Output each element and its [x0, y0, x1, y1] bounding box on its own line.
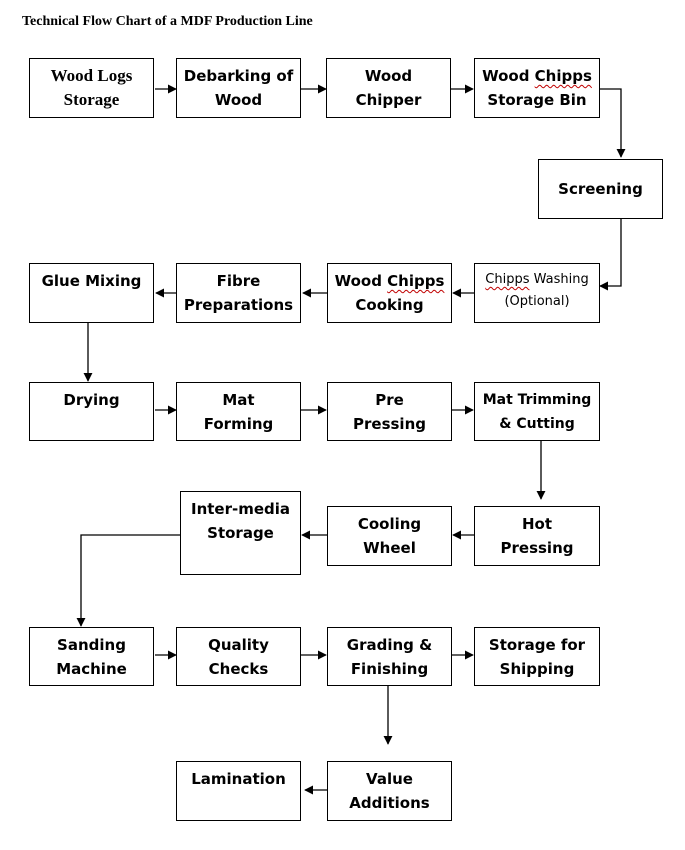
step-label-line1: Storage for	[488, 635, 586, 654]
step-label-line1: Wood Chipps	[482, 64, 592, 88]
step-label-line1: Hot	[521, 515, 553, 533]
arrow-intermedia-to-sanding	[76, 534, 181, 627]
step-label-line1: Inter-media	[190, 500, 291, 518]
step-label-line1: Debarking of	[183, 67, 294, 85]
step-sanding-machine: Sanding Machine	[29, 627, 154, 686]
step-label-line1: Glue Mixing	[41, 272, 142, 290]
step-storage-for-shipping: Storage for Shipping	[474, 627, 600, 686]
step-label-line2: Finishing	[350, 659, 429, 678]
step-label-line2: Storage Bin	[487, 91, 587, 109]
step-chipps-storage-bin: Wood Chipps Storage Bin	[474, 58, 600, 118]
step-cooling-wheel: Cooling Wheel	[327, 506, 452, 566]
step-label-line1: Fibre	[216, 272, 261, 290]
step-mat-forming: Mat Forming	[176, 382, 301, 441]
step-pre-pressing: Pre Pressing	[327, 382, 452, 441]
step-label-part: Chipps	[534, 67, 592, 85]
step-label-line2: Wood	[214, 91, 263, 109]
step-value-additions: Value Additions	[327, 761, 452, 821]
step-label-line1: Drying	[63, 391, 120, 409]
step-label-line2: Additions	[349, 794, 430, 812]
step-hot-pressing: Hot Pressing	[474, 506, 600, 566]
step-glue-mixing: Glue Mixing	[29, 263, 154, 323]
step-label-line2: Chipper	[355, 91, 422, 109]
step-label-line1: Wood Chipps	[335, 269, 445, 293]
step-wood-chipps-cooking: Wood Chipps Cooking	[327, 263, 452, 323]
step-label-line2: Storage	[63, 90, 120, 109]
step-quality-checks: Quality Checks	[176, 627, 301, 686]
step-label-line2: Pressing	[500, 539, 574, 557]
step-label-line1: Sanding	[57, 635, 126, 654]
step-label-line1: Grading &	[346, 635, 433, 654]
step-label-line1: Wood Logs	[50, 66, 133, 85]
step-label-line2: Cooking	[355, 296, 424, 314]
step-label-line1: Mat	[222, 391, 255, 409]
step-label-line1: Cooling	[357, 515, 422, 533]
step-label-part: Chipps	[485, 272, 530, 287]
step-mat-trimming: Mat Trimming & Cutting	[474, 382, 600, 441]
step-label-line1: Screening	[558, 180, 643, 198]
step-label-line1: Chipps Washing	[485, 269, 588, 291]
step-label-line2: (Optional)	[504, 294, 570, 309]
step-label-part: Washing	[529, 272, 589, 287]
step-label-line1: Pre	[375, 391, 404, 409]
step-label-line2: Forming	[203, 415, 274, 433]
step-label-line2: & Cutting	[499, 416, 575, 432]
arrow-bin-to-screening	[600, 88, 626, 158]
step-label-line2: Wheel	[363, 539, 416, 557]
step-label-part: Wood	[482, 67, 535, 85]
step-screening: Screening	[538, 159, 663, 219]
step-label-part: Wood	[334, 272, 388, 290]
step-label-line2: Preparations	[183, 296, 294, 314]
step-intermedia-storage: Inter-media Storage	[180, 491, 301, 575]
arrow-screening-to-washing	[599, 219, 622, 291]
step-label-line2: Shipping	[499, 659, 575, 678]
step-chipps-washing: Chipps Washing (Optional)	[474, 263, 600, 323]
step-wood-chipper: Wood Chipper	[326, 58, 451, 118]
step-wood-logs-storage: Wood Logs Storage	[29, 58, 154, 118]
step-label-line1: Mat Trimming	[482, 392, 592, 408]
step-grading-finishing: Grading & Finishing	[327, 627, 452, 686]
step-label-line2: Checks	[208, 659, 269, 678]
step-label-line2: Machine	[56, 659, 127, 678]
step-label-line1: Wood	[364, 67, 413, 85]
step-label-line1: Lamination	[191, 770, 286, 788]
step-label-line2: Pressing	[353, 415, 426, 433]
step-label-line1: Value	[366, 770, 413, 788]
step-label-line1: Quality	[208, 635, 269, 654]
chart-title: Technical Flow Chart of a MDF Production…	[22, 14, 313, 29]
step-lamination: Lamination	[176, 761, 301, 821]
step-drying: Drying	[29, 382, 154, 441]
step-label-part: Chipps	[387, 272, 445, 290]
step-label-line2: Storage	[207, 524, 274, 542]
step-fibre-preparations: Fibre Preparations	[176, 263, 301, 323]
step-debarking: Debarking of Wood	[176, 58, 301, 118]
